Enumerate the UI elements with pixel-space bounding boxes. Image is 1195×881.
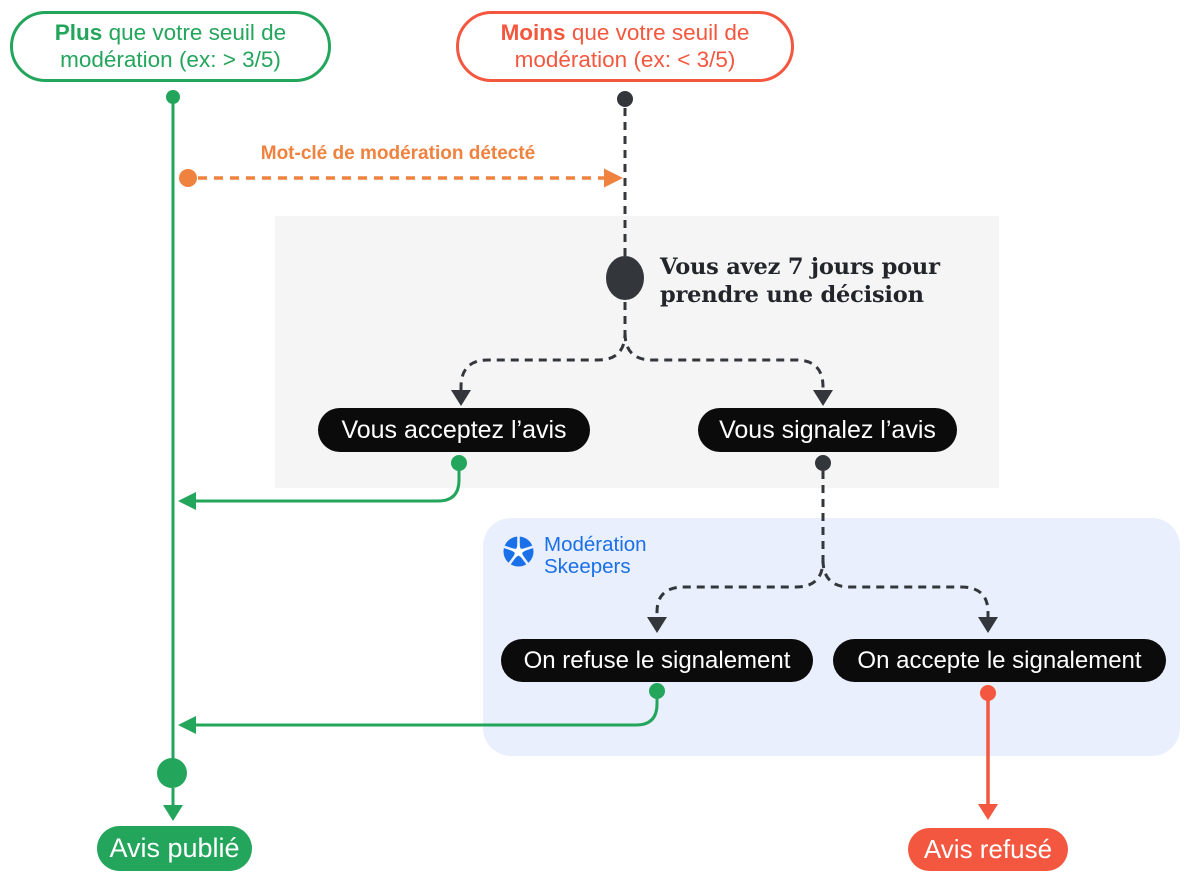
refuse-report-arrowhead-icon xyxy=(647,617,667,633)
skeepers-brand-label: Modération Skeepers xyxy=(544,534,647,578)
above-threshold-rest: que votre seuil de modération (ex: > 3/5… xyxy=(60,19,287,72)
node-below-threshold: Moins que votre seuil de modération (ex:… xyxy=(456,11,794,82)
below-threshold-bold: Moins xyxy=(500,19,566,45)
accept-exit-dot xyxy=(451,455,467,471)
published-arrowhead-icon xyxy=(163,805,183,821)
decision-note: Vous avez 7 jours pour prendre une décis… xyxy=(660,253,940,309)
decision-dot xyxy=(606,256,644,300)
fork-left-refuse-report xyxy=(655,471,825,618)
node-review-published: Avis publié xyxy=(97,826,252,871)
node-refuse-report: On refuse le signalement xyxy=(501,639,813,682)
above-threshold-bold: Plus xyxy=(54,19,103,45)
refuse-report-to-main-line xyxy=(186,698,659,727)
accept-to-main-line xyxy=(186,470,461,503)
decision-note-line1: Vous avez 7 jours pour xyxy=(660,254,940,280)
node-accept-report: On accepte le signalement xyxy=(833,639,1166,682)
node-review-refused: Avis refusé xyxy=(908,828,1068,871)
decision-note-line2: prendre une décision xyxy=(660,282,924,309)
flag-exit-dot xyxy=(815,455,831,471)
accept-arrowhead-icon xyxy=(451,390,471,406)
node-flag-review: Vous signalez l’avis xyxy=(698,408,957,452)
brand-line2: Skeepers xyxy=(544,554,631,578)
green-start-dot xyxy=(166,90,180,104)
flag-arrowhead-icon xyxy=(813,390,833,406)
skeepers-brand: Modération Skeepers xyxy=(502,534,647,578)
refused-arrowhead-icon xyxy=(978,804,998,820)
node-above-threshold-label: Plus que votre seuil de modération (ex: … xyxy=(13,20,328,73)
fork-right-flag xyxy=(623,332,825,392)
below-threshold-rest: que votre seuil de modération (ex: < 3/5… xyxy=(514,19,750,72)
refuse-merge-arrowhead-icon xyxy=(178,716,196,734)
dark-start-dot xyxy=(617,91,633,107)
published-junction-dot xyxy=(157,758,187,788)
accept-report-exit-dot xyxy=(980,685,996,701)
skeepers-moderation-panel xyxy=(483,518,1180,756)
node-below-threshold-label: Moins que votre seuil de modération (ex:… xyxy=(459,20,791,73)
brand-line1: Modération xyxy=(544,533,647,556)
fork-right-accept-report xyxy=(821,559,990,618)
keyword-detected-label: Mot-clé de modération détecté xyxy=(260,143,536,164)
keyword-arrowhead-icon xyxy=(604,168,623,188)
accept-merge-arrowhead-icon xyxy=(178,492,196,510)
accept-report-arrowhead-icon xyxy=(978,617,998,633)
fork-left-accept xyxy=(459,302,627,392)
node-above-threshold: Plus que votre seuil de modération (ex: … xyxy=(10,11,331,82)
refuse-report-exit-dot xyxy=(649,683,665,699)
skeepers-logo-icon xyxy=(502,535,535,567)
orange-keyword-dot xyxy=(179,169,197,187)
node-accept-review: Vous acceptez l’avis xyxy=(318,408,590,452)
